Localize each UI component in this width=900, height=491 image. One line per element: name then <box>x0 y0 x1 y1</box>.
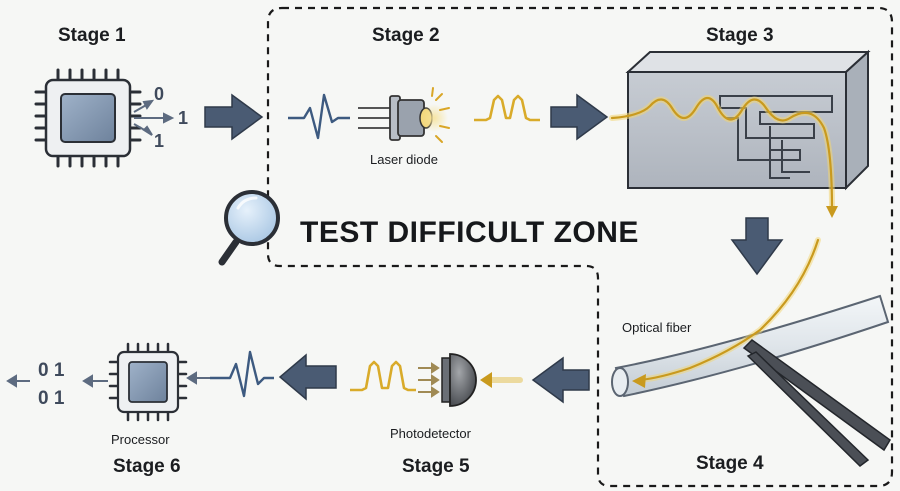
bit-zero: 0 <box>154 84 165 104</box>
optical-pulses-icon <box>474 94 540 122</box>
waveguide-chip-icon <box>609 49 871 218</box>
stage-1-label: Stage 1 <box>58 25 126 46</box>
arrow-1-2 <box>204 93 264 141</box>
bit-arrows <box>133 99 175 136</box>
incoming-light-arrow <box>480 372 523 388</box>
stage-3-label: Stage 3 <box>706 25 774 46</box>
arrow-5-6 <box>278 353 337 401</box>
arrow-4-5 <box>531 356 590 404</box>
flow-arrows <box>204 93 784 404</box>
tweezers-icon <box>742 339 891 467</box>
bit-one: 1 <box>178 108 189 128</box>
magnifier-icon <box>218 190 280 266</box>
optical-fiber-label: Optical fiber <box>622 320 692 335</box>
output-bits-bottom: 0 1 <box>38 388 65 409</box>
stage-6-label: Stage 6 <box>113 456 181 477</box>
laser-diode-label: Laser diode <box>370 152 438 167</box>
electric-out-signal-icon <box>210 350 274 398</box>
stage-5-label: Stage 5 <box>402 456 470 477</box>
arrow-3-4 <box>730 217 784 276</box>
photodetector-icon <box>418 353 477 407</box>
output-bits-top: 0 1 <box>38 360 65 381</box>
bit-one-lower: 1 <box>154 131 165 151</box>
processor-label: Processor <box>111 432 170 447</box>
arrow-2-3 <box>550 93 609 141</box>
test-difficult-zone-title: TEST DIFFICULT ZONE <box>300 216 639 249</box>
photodetector-label: Photodetector <box>390 426 471 441</box>
stage-4-label: Stage 4 <box>696 453 764 474</box>
processor-chip-icon <box>108 342 188 422</box>
zone-boundary <box>266 6 894 488</box>
output-bit-arrows <box>6 374 108 388</box>
detected-pulses-icon <box>350 360 416 392</box>
stage-2-label: Stage 2 <box>372 25 440 46</box>
cpu-chip-icon <box>34 68 142 168</box>
small-arrow-6 <box>186 371 210 385</box>
laser-diode-icon <box>358 87 450 143</box>
electric-signal-icon <box>288 93 350 140</box>
